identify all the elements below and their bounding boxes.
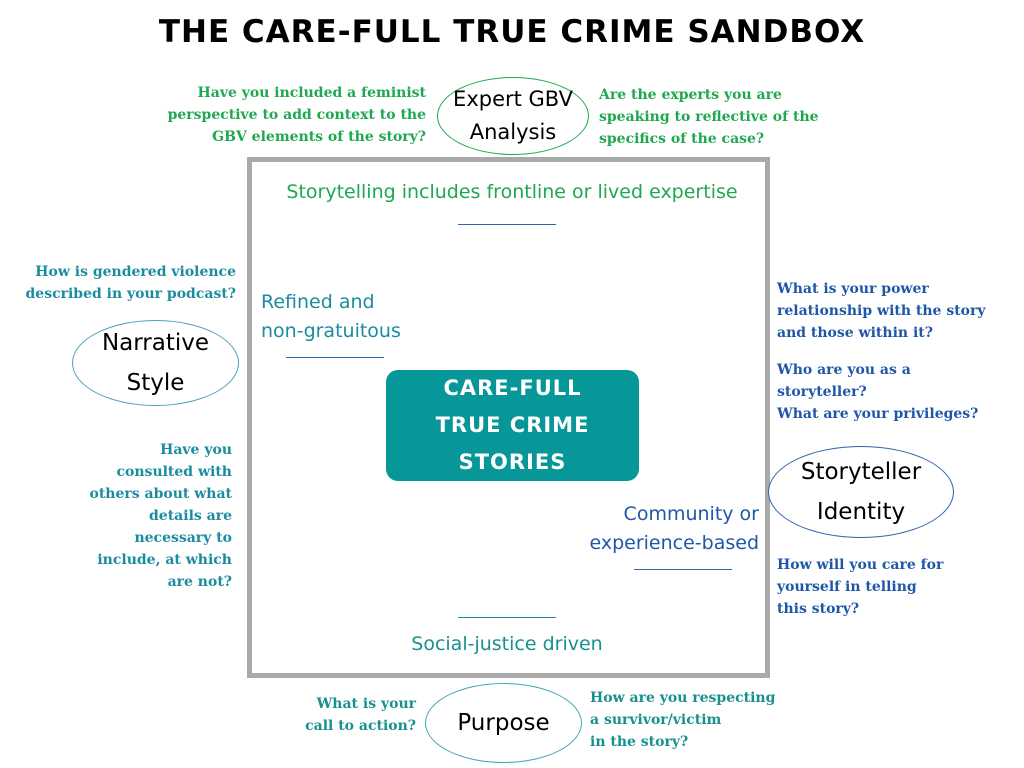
question-line: described in your podcast?: [25, 286, 237, 302]
ellipse-label: Storyteller: [800, 459, 922, 485]
criterion-line: non-gratuitous: [261, 320, 401, 342]
criterion-line: experience-based: [589, 532, 759, 554]
question-line: storyteller?: [777, 384, 867, 400]
ellipse-label: Style: [126, 370, 185, 396]
question-line: and those within it?: [777, 325, 933, 341]
purpose-criterion: Social-justice driven: [411, 633, 603, 655]
question-line: Who are you as a: [777, 362, 911, 378]
question-line: What is your: [316, 696, 416, 712]
question-line: in the story?: [590, 734, 689, 750]
expert-question-left: Have you included a feminist perspective…: [150, 82, 426, 148]
storyteller-identity-ellipse: Storyteller Identity: [768, 446, 954, 538]
question-line: How is gendered violence: [35, 264, 236, 280]
badge-line: CARE-FULL: [443, 376, 582, 400]
badge-line: TRUE CRIME: [435, 413, 590, 437]
expert-gbv-analysis-ellipse: Expert GBV Analysis: [437, 77, 589, 155]
purpose-ellipse: Purpose: [425, 683, 582, 763]
care-full-stories-badge: CARE-FULL TRUE CRIME STORIES: [386, 370, 639, 481]
narrative-style-ellipse: Narrative Style: [72, 320, 239, 406]
divider-line: [634, 569, 732, 570]
question-line: include, at which: [97, 552, 232, 568]
question-line: others about what: [89, 486, 232, 502]
expertise-criterion: Storytelling includes frontline or lived…: [286, 181, 738, 203]
question-line: Are the experts you are: [599, 87, 782, 103]
question-line: a survivor/victim: [590, 712, 722, 728]
purpose-question-right: How are you respecting a survivor/victim…: [590, 687, 810, 753]
narrative-question-bottom: Have you consulted with others about wha…: [60, 439, 232, 593]
divider-line: [286, 357, 384, 358]
question-line: perspective to add context to the: [167, 107, 426, 123]
narrative-question-top: How is gendered violence described in yo…: [10, 261, 237, 305]
question-line: GBV elements of the story?: [212, 129, 426, 145]
divider-line: [458, 224, 556, 225]
divider-line: [458, 617, 556, 618]
badge-line: STORIES: [458, 450, 567, 474]
ellipse-label: Expert GBV: [453, 87, 573, 111]
question-line: this story?: [777, 601, 860, 617]
identity-criterion: Community or experience-based: [560, 500, 759, 558]
question-line: What are your privileges?: [777, 406, 979, 422]
question-line: Have you: [160, 442, 232, 458]
question-line: How are you respecting: [590, 690, 776, 706]
question-line: yourself in telling: [777, 579, 917, 595]
identity-question-bottom: How will you care for yourself in tellin…: [777, 554, 1017, 620]
question-line: consulted with: [116, 464, 232, 480]
ellipse-label: Identity: [816, 499, 906, 525]
criterion-line: Community or: [623, 503, 759, 525]
question-line: are not?: [167, 574, 232, 590]
question-line: What is your power: [777, 281, 929, 297]
identity-question-top: What is your power relationship with the…: [777, 278, 1017, 344]
question-line: speaking to reflective of the: [599, 109, 819, 125]
narrative-criterion: Refined and non-gratuitous: [261, 288, 461, 346]
question-line: specifics of the case?: [599, 131, 765, 147]
question-line: Have you included a feminist: [197, 85, 426, 101]
question-line: How will you care for: [777, 557, 944, 573]
identity-question-middle: Who are you as a storyteller? What are y…: [777, 359, 1017, 425]
ellipse-label: Narrative: [101, 330, 210, 356]
question-line: necessary to: [134, 530, 232, 546]
purpose-question-left: What is your call to action?: [280, 693, 416, 737]
question-line: relationship with the story: [777, 303, 986, 319]
diagram-title: THE CARE-FULL TRUE CRIME SANDBOX: [158, 14, 866, 50]
question-line: call to action?: [305, 718, 416, 734]
criterion-line: Refined and: [261, 291, 375, 313]
expert-question-right: Are the experts you are speaking to refl…: [599, 84, 839, 150]
question-line: details are: [149, 508, 232, 524]
ellipse-label: Purpose: [457, 710, 550, 736]
ellipse-label: Analysis: [469, 120, 557, 144]
